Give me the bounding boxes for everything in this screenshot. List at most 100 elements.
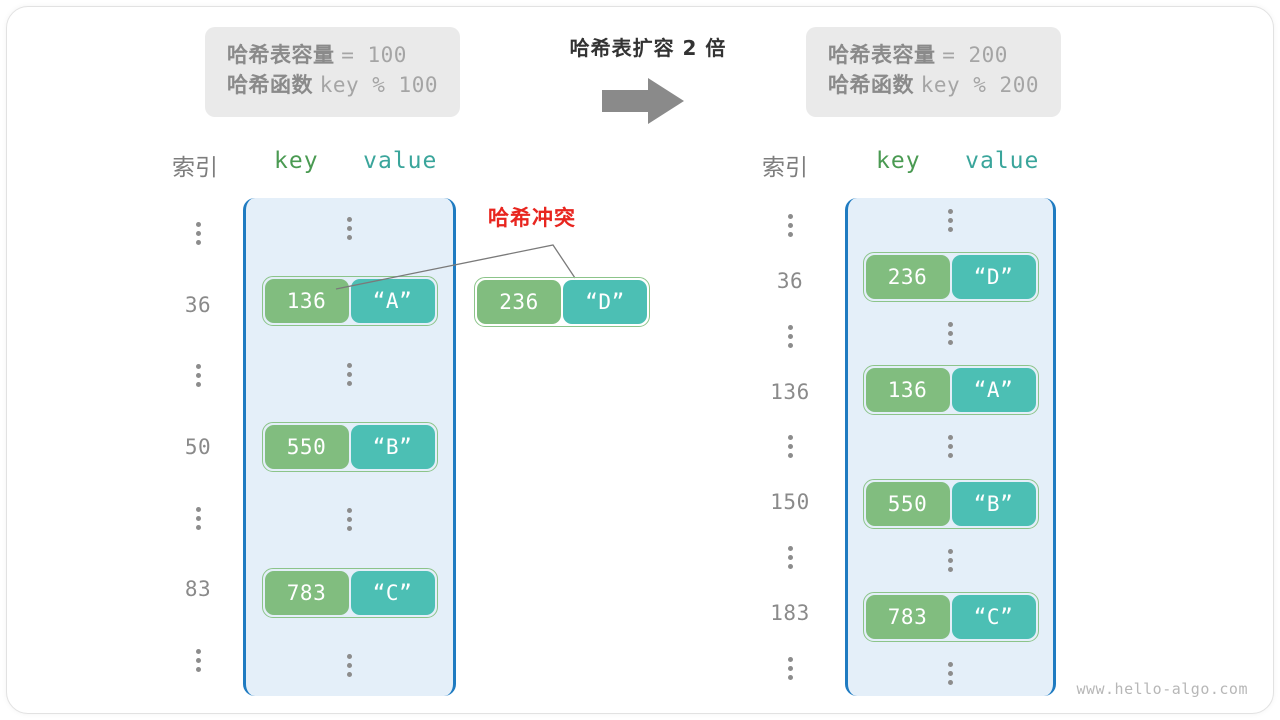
vertical-ellipsis-icon [347,215,352,241]
capacity-value-before: = 100 [341,43,407,67]
index-cell [787,645,793,691]
value-cell: “C” [350,570,435,615]
index-column-left: 36 50 83 [163,198,233,696]
vertical-ellipsis-icon [948,547,953,573]
value-cell: “B” [951,481,1036,526]
index-cell [787,535,793,581]
index-cell: 36 [184,292,212,317]
kv-pair: 236“D” [862,251,1039,302]
table-row [246,215,453,241]
value-cell: “A” [951,368,1036,413]
table-row [848,434,1053,460]
table-row: 783“C” [848,591,1053,642]
index-cell [195,353,201,399]
right-arrow-icon [602,78,684,124]
kv-pair: 783“C” [261,567,438,618]
key-cell: 236 [477,280,561,324]
index-cell: 50 [184,434,212,459]
index-cell [787,203,793,249]
key-cell: 550 [865,481,950,526]
kv-pair: 236 “D” [474,277,650,327]
kv-pair: 550“B” [862,478,1039,529]
capacity-label-after: 哈希表容量 [828,43,936,67]
vertical-ellipsis-icon [195,363,201,389]
index-cell [787,313,793,359]
hash-table-after: 236“D” 136“A” 550“B” 783“C” [845,198,1056,696]
index-cell [195,495,201,541]
page-frame [6,6,1274,714]
kv-header-right: key value [876,148,1039,174]
index-cell [195,637,201,683]
kv-pair: 550“B” [261,421,438,472]
hashfn-label-before: 哈希函数 [227,72,313,97]
kv-pair: 783“C” [862,591,1039,642]
vertical-ellipsis-icon [787,434,793,460]
value-cell: “A” [350,279,435,324]
capacity-label-before: 哈希表容量 [227,43,335,67]
key-cell: 136 [865,368,950,413]
vertical-ellipsis-icon [948,321,953,347]
index-cell: 36 [776,268,804,293]
vertical-ellipsis-icon [195,505,201,531]
table-row [848,207,1053,233]
key-cell: 783 [865,594,950,639]
capacity-line-after: 哈希表容量 = 200 [828,41,1039,71]
table-row: 236“D” [848,251,1053,302]
vertical-ellipsis-icon [948,207,953,233]
capacity-value-after: = 200 [942,43,1008,67]
hash-table-before: 136“A” 550“B” 783“C” [243,198,456,696]
collision-entry: 236 “D” [474,277,650,327]
value-header-right: value [965,148,1040,174]
value-header-left: value [363,148,438,174]
index-cell [787,424,793,470]
table-row [848,321,1053,347]
key-header-right: key [876,148,921,174]
hashfn-value-after: key % 200 [920,72,1039,97]
index-cell: 183 [770,600,810,625]
transform-label: 哈希表扩容 2 倍 [569,36,727,60]
kv-pair: 136“A” [261,276,438,327]
table-row: 136“A” [848,365,1053,416]
spec-box-before: 哈希表容量 = 100 哈希函数 key % 100 [205,27,460,117]
vertical-ellipsis-icon [948,661,953,687]
table-row: 783“C” [246,567,453,618]
value-cell: “B” [350,424,435,469]
index-header-left: 索引 [172,155,218,181]
vertical-ellipsis-icon [948,434,953,460]
table-row [246,361,453,387]
hashfn-label-after: 哈希函数 [828,72,914,97]
kv-header-left: key value [274,148,437,174]
value-cell: “D” [951,254,1036,299]
index-cell: 83 [184,577,212,602]
table-row: 136“A” [246,276,453,327]
vertical-ellipsis-icon [787,545,793,571]
hashfn-line-before: 哈希函数 key % 100 [227,71,438,101]
key-cell: 236 [865,254,950,299]
table-row [246,507,453,533]
table-row: 550“B” [246,421,453,472]
vertical-ellipsis-icon [195,647,201,673]
hashfn-value-before: key % 100 [319,72,438,97]
table-row [848,661,1053,687]
vertical-ellipsis-icon [347,652,352,678]
value-cell: “C” [951,594,1036,639]
vertical-ellipsis-icon [195,221,201,247]
vertical-ellipsis-icon [787,655,793,681]
spec-box-after: 哈希表容量 = 200 哈希函数 key % 200 [806,27,1061,117]
kv-pair: 136“A” [862,365,1039,416]
index-cell: 136 [770,379,810,404]
vertical-ellipsis-icon [347,507,352,533]
key-cell: 550 [264,424,349,469]
table-row: 550“B” [848,478,1053,529]
key-cell: 783 [264,570,349,615]
index-cell [195,211,201,257]
key-cell: 136 [264,279,349,324]
value-cell: “D” [563,280,647,324]
vertical-ellipsis-icon [787,213,793,239]
vertical-ellipsis-icon [347,361,352,387]
capacity-line-before: 哈希表容量 = 100 [227,41,438,71]
key-header-left: key [274,148,319,174]
vertical-ellipsis-icon [787,323,793,349]
